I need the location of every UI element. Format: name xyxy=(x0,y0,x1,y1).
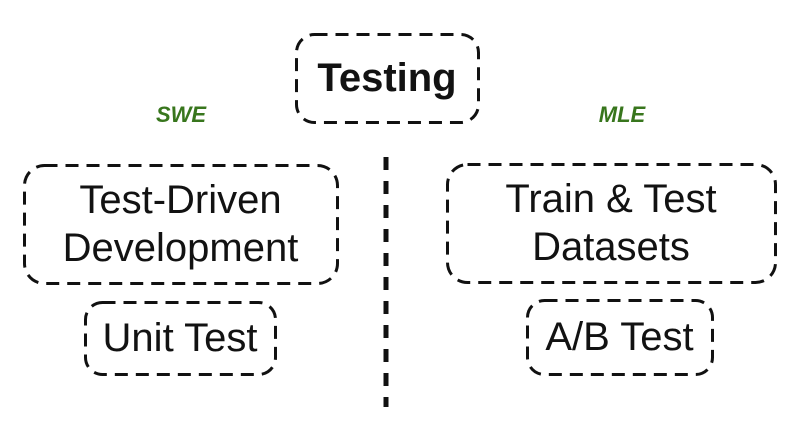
test-driven-development-box-label: Test-Driven Development xyxy=(62,178,299,270)
unit-test-box-border xyxy=(84,301,277,376)
ab-test-box-label: A/B Test xyxy=(545,315,694,359)
testing-box-border xyxy=(295,33,480,124)
ab-test-box-border xyxy=(526,299,714,376)
tdd-box-border xyxy=(23,164,339,285)
train-test-datasets-box-label: Train & Test Datasets xyxy=(505,177,717,269)
swe-column-heading: SWE xyxy=(155,102,207,127)
mle-column-heading: MLE xyxy=(598,102,646,127)
unit-test-box-label: Unit Test xyxy=(102,316,258,360)
testing-box-label: Testing xyxy=(317,56,457,100)
train-test-box-border xyxy=(446,163,777,284)
